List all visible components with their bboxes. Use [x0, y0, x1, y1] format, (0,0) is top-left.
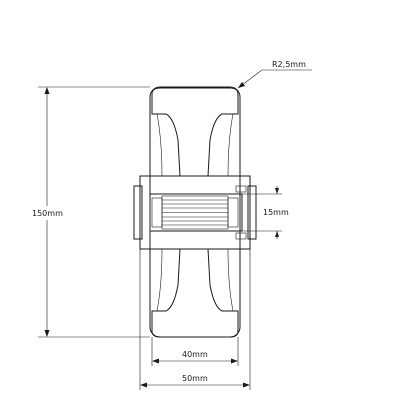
hub-flange-left — [133, 185, 143, 240]
hub-bore-label: 15mm — [263, 208, 289, 217]
dimension-tread-width: 40mm — [151, 337, 239, 366]
wheel-section-view — [133, 86, 257, 338]
retaining-ring-top — [235, 185, 247, 193]
bearing-bore — [149, 193, 243, 232]
dimension-overall-height: 150mm — [28, 86, 150, 338]
hub-body — [139, 175, 251, 250]
edge-radius-label: R2,5mm — [272, 60, 306, 69]
overall-width-label: 50mm — [182, 374, 208, 383]
tyre-outline — [149, 86, 241, 338]
rim-section-top — [151, 87, 239, 177]
web-curve-upper-left — [156, 113, 163, 177]
web-curve-upper-right — [227, 113, 234, 177]
overall-height-label: 150mm — [32, 209, 63, 218]
dimension-overall-width: 50mm — [139, 249, 251, 390]
tread-width-label: 40mm — [182, 350, 208, 359]
web-curve-lower-right — [227, 248, 234, 312]
hub-flange-right — [247, 185, 257, 240]
retaining-ring-bottom — [235, 232, 247, 240]
dimension-edge-radius: R2,5mm — [237, 60, 312, 89]
needle-bearing — [151, 195, 239, 230]
web-curve-lower-left — [156, 248, 163, 312]
rim-section-bottom — [151, 248, 239, 338]
dimension-hub-bore: 15mm — [242, 186, 289, 239]
